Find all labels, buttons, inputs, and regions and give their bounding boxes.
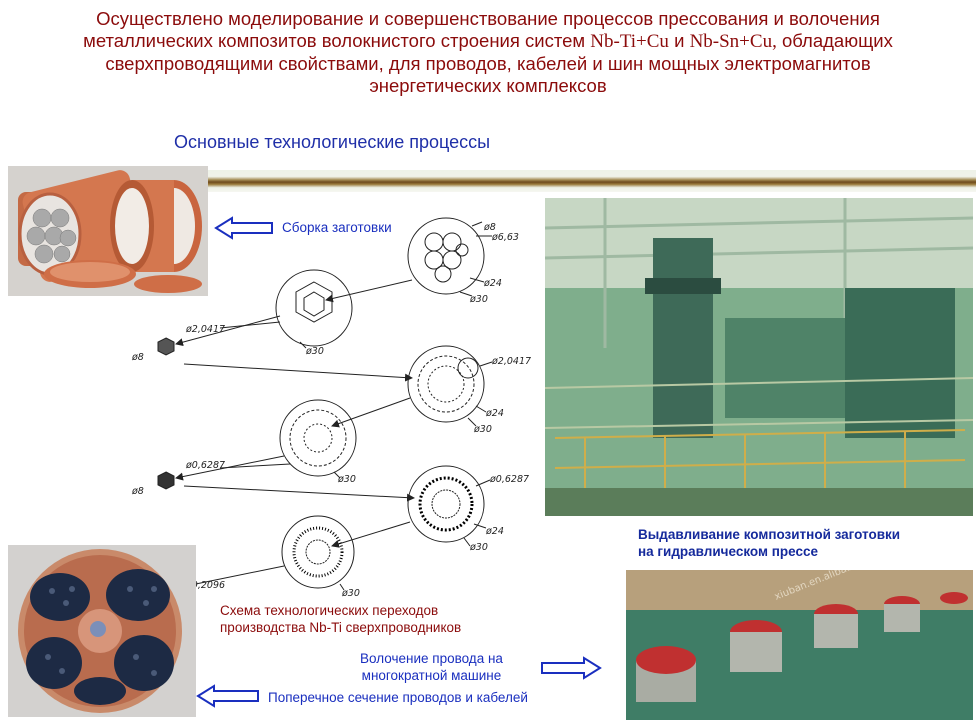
drawing-arrow-icon — [541, 656, 602, 680]
dim-d30-2: ø30 — [305, 346, 324, 357]
dim-d06287-1: ø0,6287 — [185, 460, 225, 471]
process-scheme-diagram: ø8 ø6,63 ø24 ø30 ø2,0417 ø30 ø8 ø2,0417 … — [131, 217, 531, 599]
dim-d02096: ø0,2096 — [185, 580, 225, 591]
title-line-2-start: металлических композитов волокнистого ст… — [83, 30, 591, 51]
dim-d30-6: ø30 — [341, 588, 360, 599]
dim-d06287-2: ø0,6287 — [489, 474, 529, 485]
scheme-caption-line-1: Схема технологических переходов — [220, 603, 439, 618]
hydraulic-press-photo — [545, 198, 973, 516]
scheme-caption-line-2: производства Nb-Ti сверхпроводников — [220, 620, 462, 635]
alloy-nbsn: Nb-Sn+Cu, — [689, 31, 777, 52]
section-subtitle: Основные технологические процессы — [174, 132, 491, 152]
extrusion-caption-line-2: на гидравлическом прессе — [638, 544, 818, 559]
title-line-3: сверхпроводящими свойствами, для проводо… — [105, 53, 871, 74]
drawing-machine-photo: xiuban.en.alibaba — [626, 570, 973, 720]
extrusion-caption: Выдавливание композитной заготовки на ги… — [638, 526, 900, 560]
stage2-billet-circle — [275, 269, 353, 347]
dim-d30-4: ø30 — [337, 474, 356, 485]
stage3-billet-circle — [407, 345, 485, 423]
stage1-billet-circle — [407, 217, 485, 295]
title-line-2: металлических композитов волокнистого ст… — [10, 30, 966, 53]
dim-d663: ø6,63 — [491, 232, 519, 243]
decorative-rod-divider — [206, 170, 976, 192]
dim-d30-1: ø30 — [469, 294, 488, 305]
title-line-4: энергетических комплексов — [369, 75, 607, 96]
hex-rod-2 — [157, 471, 175, 490]
hex-rod-1 — [157, 337, 175, 356]
title-line-1: Осуществлено моделирование и совершенств… — [96, 8, 880, 29]
dim-d8-hex1: ø8 — [131, 352, 144, 363]
dim-d24-3: ø24 — [485, 526, 504, 537]
cable-cross-section-photo — [8, 545, 196, 717]
scheme-caption: Схема технологических переходов производ… — [220, 602, 461, 636]
title-and: и — [668, 30, 690, 51]
billet-assembly-photo — [8, 166, 208, 296]
drawing-caption-line-2: многократной машине — [361, 668, 502, 683]
dim-d24-1: ø24 — [483, 278, 502, 289]
alloy-nbti: Nb-Ti+Cu — [590, 31, 669, 52]
page-title: Осуществлено моделирование и совершенств… — [10, 8, 966, 97]
dim-d8-hex2: ø8 — [131, 486, 144, 497]
stage6-billet-circle — [281, 515, 355, 589]
extrusion-caption-line-1: Выдавливание композитной заготовки — [638, 527, 901, 542]
drawing-caption: Волочение провода на многократной машине — [360, 650, 503, 684]
title-line-2-end: обладающих — [776, 30, 893, 51]
assembly-arrow-icon — [214, 216, 273, 240]
stage5-billet-circle — [407, 465, 485, 543]
dim-d20417-1: ø2,0417 — [185, 324, 225, 335]
dim-d24-2: ø24 — [485, 408, 504, 419]
dim-d30-5: ø30 — [469, 542, 488, 553]
cross-section-arrow-icon — [196, 684, 259, 708]
stage4-billet-circle — [279, 399, 357, 477]
drawing-caption-line-1: Волочение провода на — [360, 651, 503, 666]
dim-d30-3: ø30 — [473, 424, 492, 435]
dim-d8-top: ø8 — [483, 222, 496, 233]
assembly-label: Сборка заготовки — [282, 220, 392, 235]
cross-section-label: Поперечное сечение проводов и кабелей — [268, 690, 528, 705]
dim-d20417-2: ø2,0417 — [491, 356, 531, 367]
